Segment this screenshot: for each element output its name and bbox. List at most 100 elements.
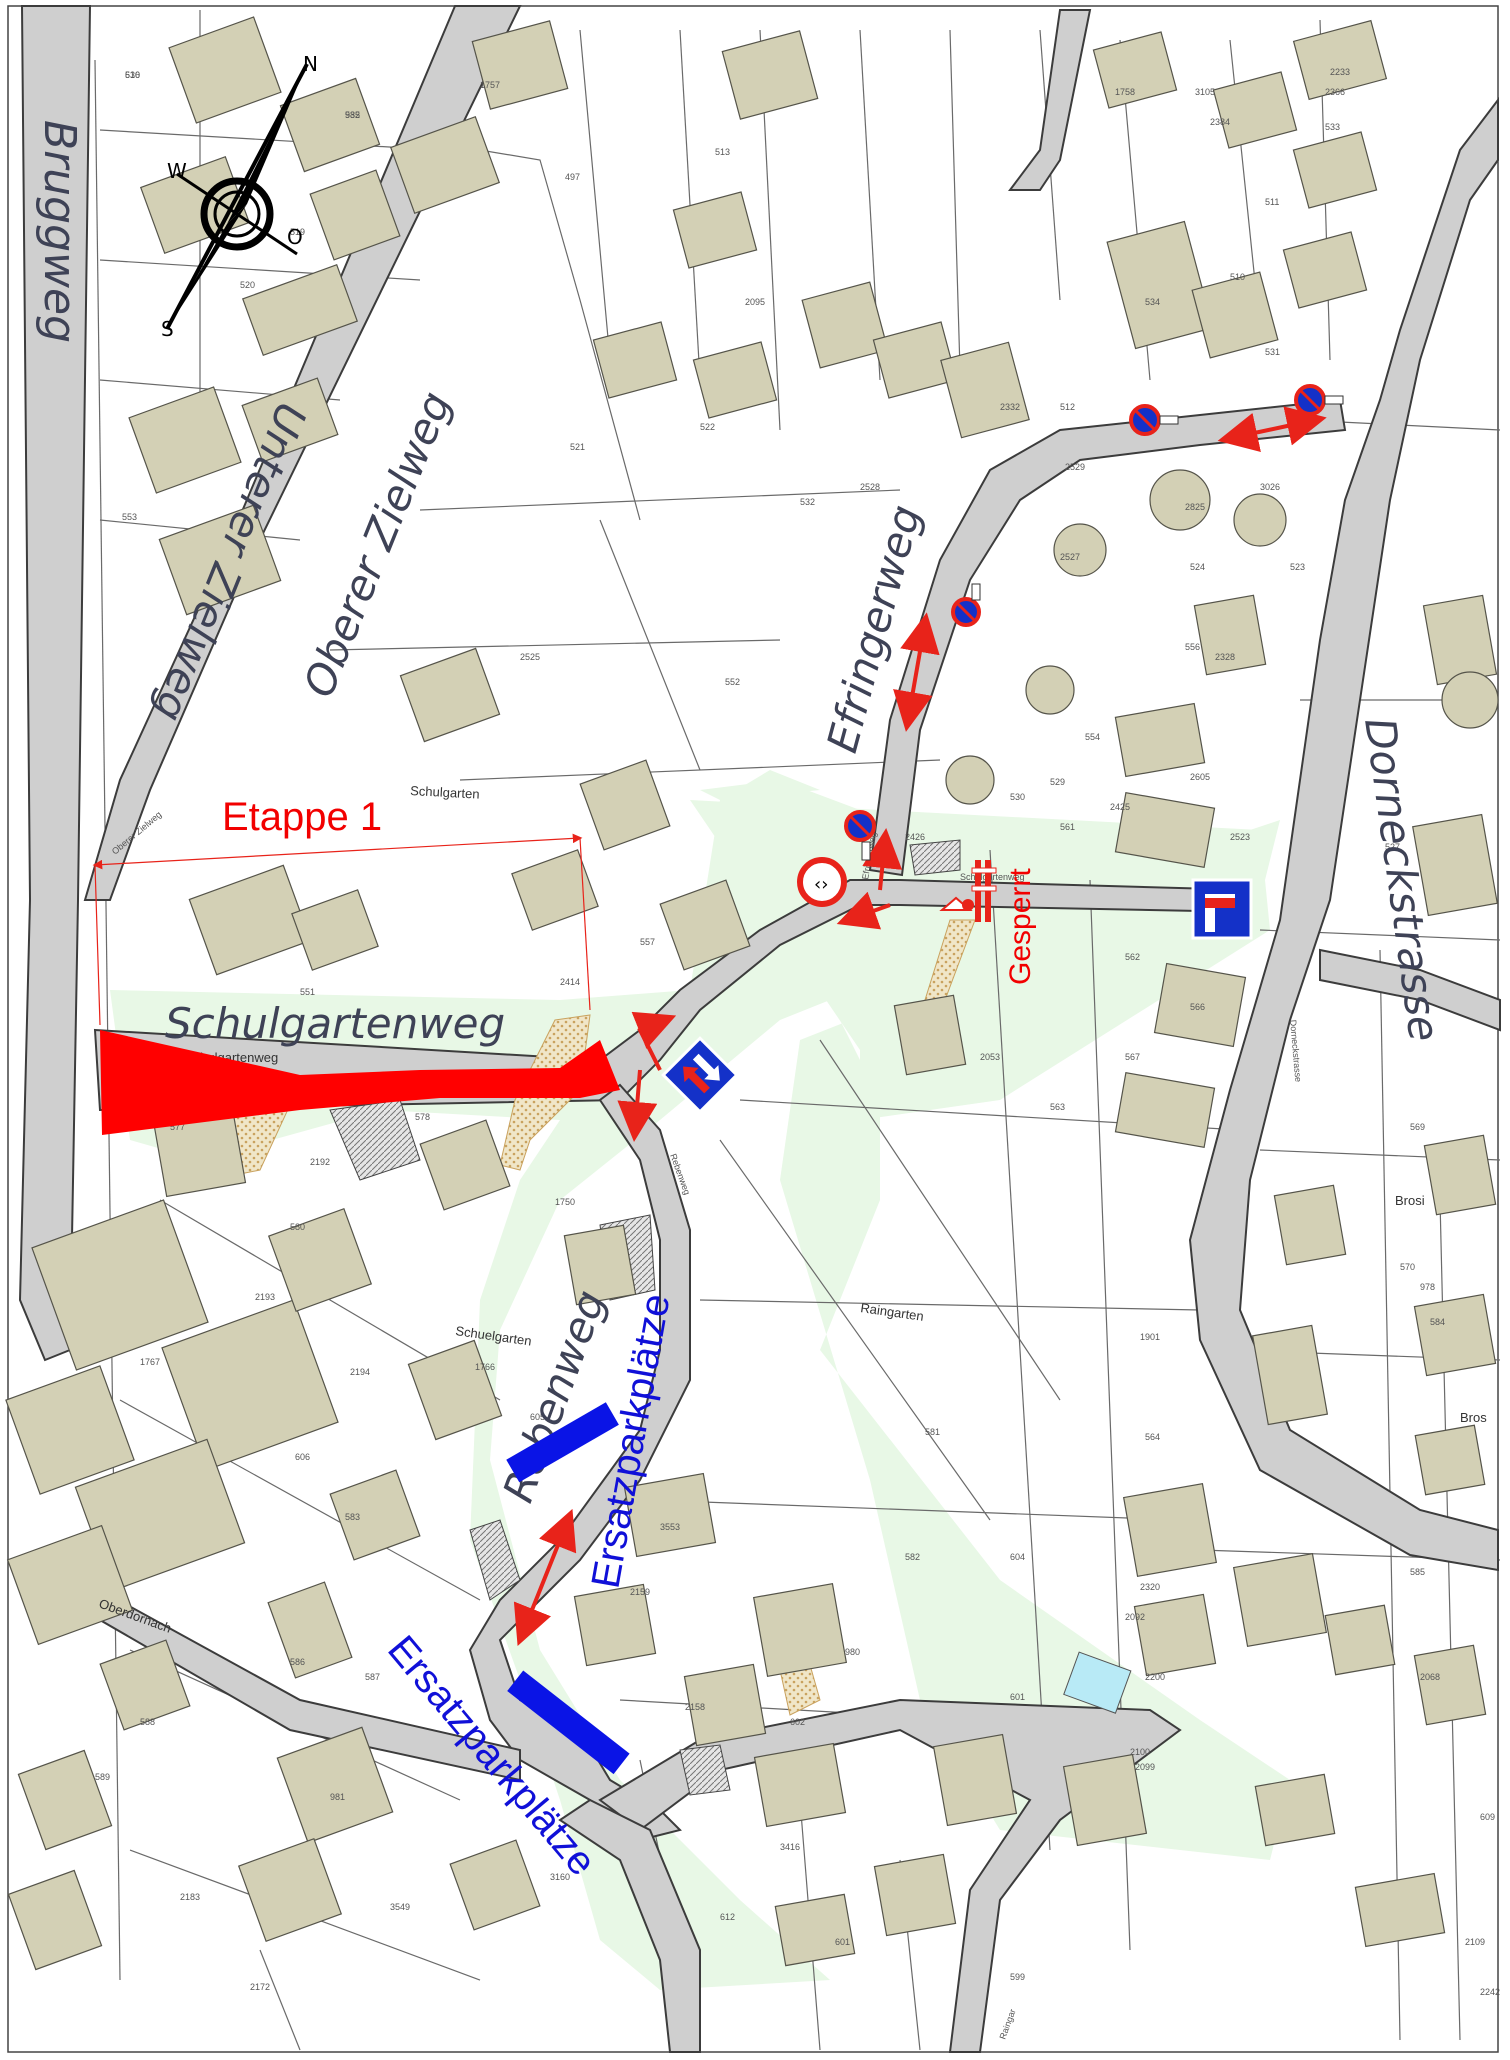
road-north-connector xyxy=(1008,9,1092,191)
parcel-number: 551 xyxy=(300,987,315,997)
parcel-number: 2192 xyxy=(310,1157,330,1167)
parcel-number: 610 xyxy=(125,70,140,80)
road-east xyxy=(1319,948,1501,1032)
parcel-number: 583 xyxy=(345,1512,360,1522)
parcel-number: 561 xyxy=(1060,822,1075,832)
dead-end-sign-icon xyxy=(1191,878,1253,940)
closure-section-etappe-1 xyxy=(100,1030,620,1135)
parcel-number: 2414 xyxy=(560,977,580,987)
parcel-number: 535 xyxy=(345,110,360,120)
parcel-number: 981 xyxy=(330,1792,345,1802)
parcel-number: 1750 xyxy=(555,1197,575,1207)
parcel-number: 2605 xyxy=(1190,772,1210,782)
parcel-number: 2425 xyxy=(1110,802,1130,812)
parcel-number: 2092 xyxy=(1125,1612,1145,1622)
parcel-number: 599 xyxy=(1010,1972,1025,1982)
parcel-number: 2233 xyxy=(1330,67,1350,77)
parcel-number: 531 xyxy=(1265,347,1280,357)
parcel-number: 3416 xyxy=(780,1842,800,1852)
parcel-number: 2242 xyxy=(1480,1987,1500,1997)
parcel-number: 980 xyxy=(845,1647,860,1657)
parcel-number: 605 xyxy=(530,1412,545,1422)
parcel-number: 2068 xyxy=(1420,1672,1440,1682)
parcel-number: 609 xyxy=(1480,1812,1495,1822)
label-bruggweg: Bruggweg xyxy=(34,120,85,343)
parcel-number: 533 xyxy=(1325,122,1340,132)
compass-icon: N S W O xyxy=(161,52,318,341)
parcel-number: 2384 xyxy=(1210,117,1230,127)
parking-strip-south xyxy=(507,1670,630,1775)
compass-s-label: S xyxy=(161,317,174,341)
label-schulgartenweg-east: Schulgartenweg xyxy=(960,872,1025,882)
parcel-number: 2095 xyxy=(745,297,765,307)
parcel-number: 522 xyxy=(700,422,715,432)
parcel-number: 3549 xyxy=(390,1902,410,1912)
no-parking-sign-icon xyxy=(1294,384,1344,416)
parcel-number: 582 xyxy=(905,1552,920,1562)
parcel-number: 2109 xyxy=(1465,1937,1485,1947)
parcel-number: 612 xyxy=(720,1912,735,1922)
parcel-number: 601 xyxy=(835,1937,850,1947)
parcel-number: 588 xyxy=(140,1717,155,1727)
compass-o-label: O xyxy=(287,225,303,249)
parcel-number: 577 xyxy=(170,1122,185,1132)
parcel-number: 2825 xyxy=(1185,502,1205,512)
parcel-number: 554 xyxy=(1085,732,1100,742)
road-bruggweg xyxy=(18,5,92,1362)
parcel-number: 585 xyxy=(1410,1567,1425,1577)
road-south-west xyxy=(558,1798,701,2053)
parcel-number: 2320 xyxy=(1140,1582,1160,1592)
parcel-number: 523 xyxy=(1290,562,1305,572)
parcel-number: 520 xyxy=(240,280,255,290)
parcel-number: 524 xyxy=(1190,562,1205,572)
parcel-number: 529 xyxy=(1050,777,1065,787)
parcel-number: 557 xyxy=(640,937,655,947)
buildings xyxy=(5,16,1499,1971)
no-entry-sign-icon: ‹› xyxy=(797,857,847,907)
parcel-number: 2099 xyxy=(1135,1762,1155,1772)
parcel-number: 530 xyxy=(1010,792,1025,802)
pool xyxy=(1063,1651,1132,1714)
parcel-number: 1767 xyxy=(140,1357,160,1367)
parcel-number: 2332 xyxy=(1000,402,1020,412)
parcel-number: 532 xyxy=(800,497,815,507)
no-parking-signs xyxy=(844,384,1344,861)
parcel-number: 586 xyxy=(290,1657,305,1667)
parcel-number: 2100 xyxy=(1130,1747,1150,1757)
parcel-number: 2525 xyxy=(520,652,540,662)
parcel-number: 1901 xyxy=(1140,1332,1160,1342)
parcel-number: 566 xyxy=(1190,1002,1205,1012)
parcel-number: 564 xyxy=(1145,1432,1160,1442)
label-schulgartenweg: Schulgartenweg xyxy=(165,999,505,1048)
compass-w-label: W xyxy=(167,159,187,183)
parcel-number: 534 xyxy=(1145,297,1160,307)
parcel-number: 2159 xyxy=(630,1587,650,1597)
parcel-number: 562 xyxy=(1125,952,1140,962)
parcel-number: 567 xyxy=(1125,1052,1140,1062)
double-arrow-icon xyxy=(513,1508,577,1646)
double-arrow-icon xyxy=(1217,406,1327,453)
double-arrow-icon xyxy=(893,612,940,732)
parcel-number: 2200 xyxy=(1145,1672,1165,1682)
label-brosi: Brosi xyxy=(1395,1193,1425,1208)
parcel-number: 606 xyxy=(295,1452,310,1462)
parcel-number: 3026 xyxy=(1260,482,1280,492)
parcel-number: 604 xyxy=(1010,1552,1025,1562)
label-etappe: Etappe 1 xyxy=(222,795,382,839)
parcel-number: 1758 xyxy=(1115,87,1135,97)
parcel-number: 510 xyxy=(1230,272,1245,282)
roads xyxy=(18,5,1501,2053)
parcel-number: 3160 xyxy=(550,1872,570,1882)
no-parking-sign-icon xyxy=(951,583,981,627)
parcel-number: 2158 xyxy=(685,1702,705,1712)
parcel-number: 553 xyxy=(122,512,137,522)
parcel-number: 552 xyxy=(725,677,740,687)
parcel-number: 2426 xyxy=(905,832,925,842)
traffic-arrows xyxy=(513,406,1327,1646)
parcel-number: 978 xyxy=(1420,1282,1435,1292)
parcel-number: 2527 xyxy=(1060,552,1080,562)
parcel-number: 2194 xyxy=(350,1367,370,1377)
parcel-number: 602 xyxy=(790,1717,805,1727)
parcel-number: 3553 xyxy=(660,1522,680,1532)
